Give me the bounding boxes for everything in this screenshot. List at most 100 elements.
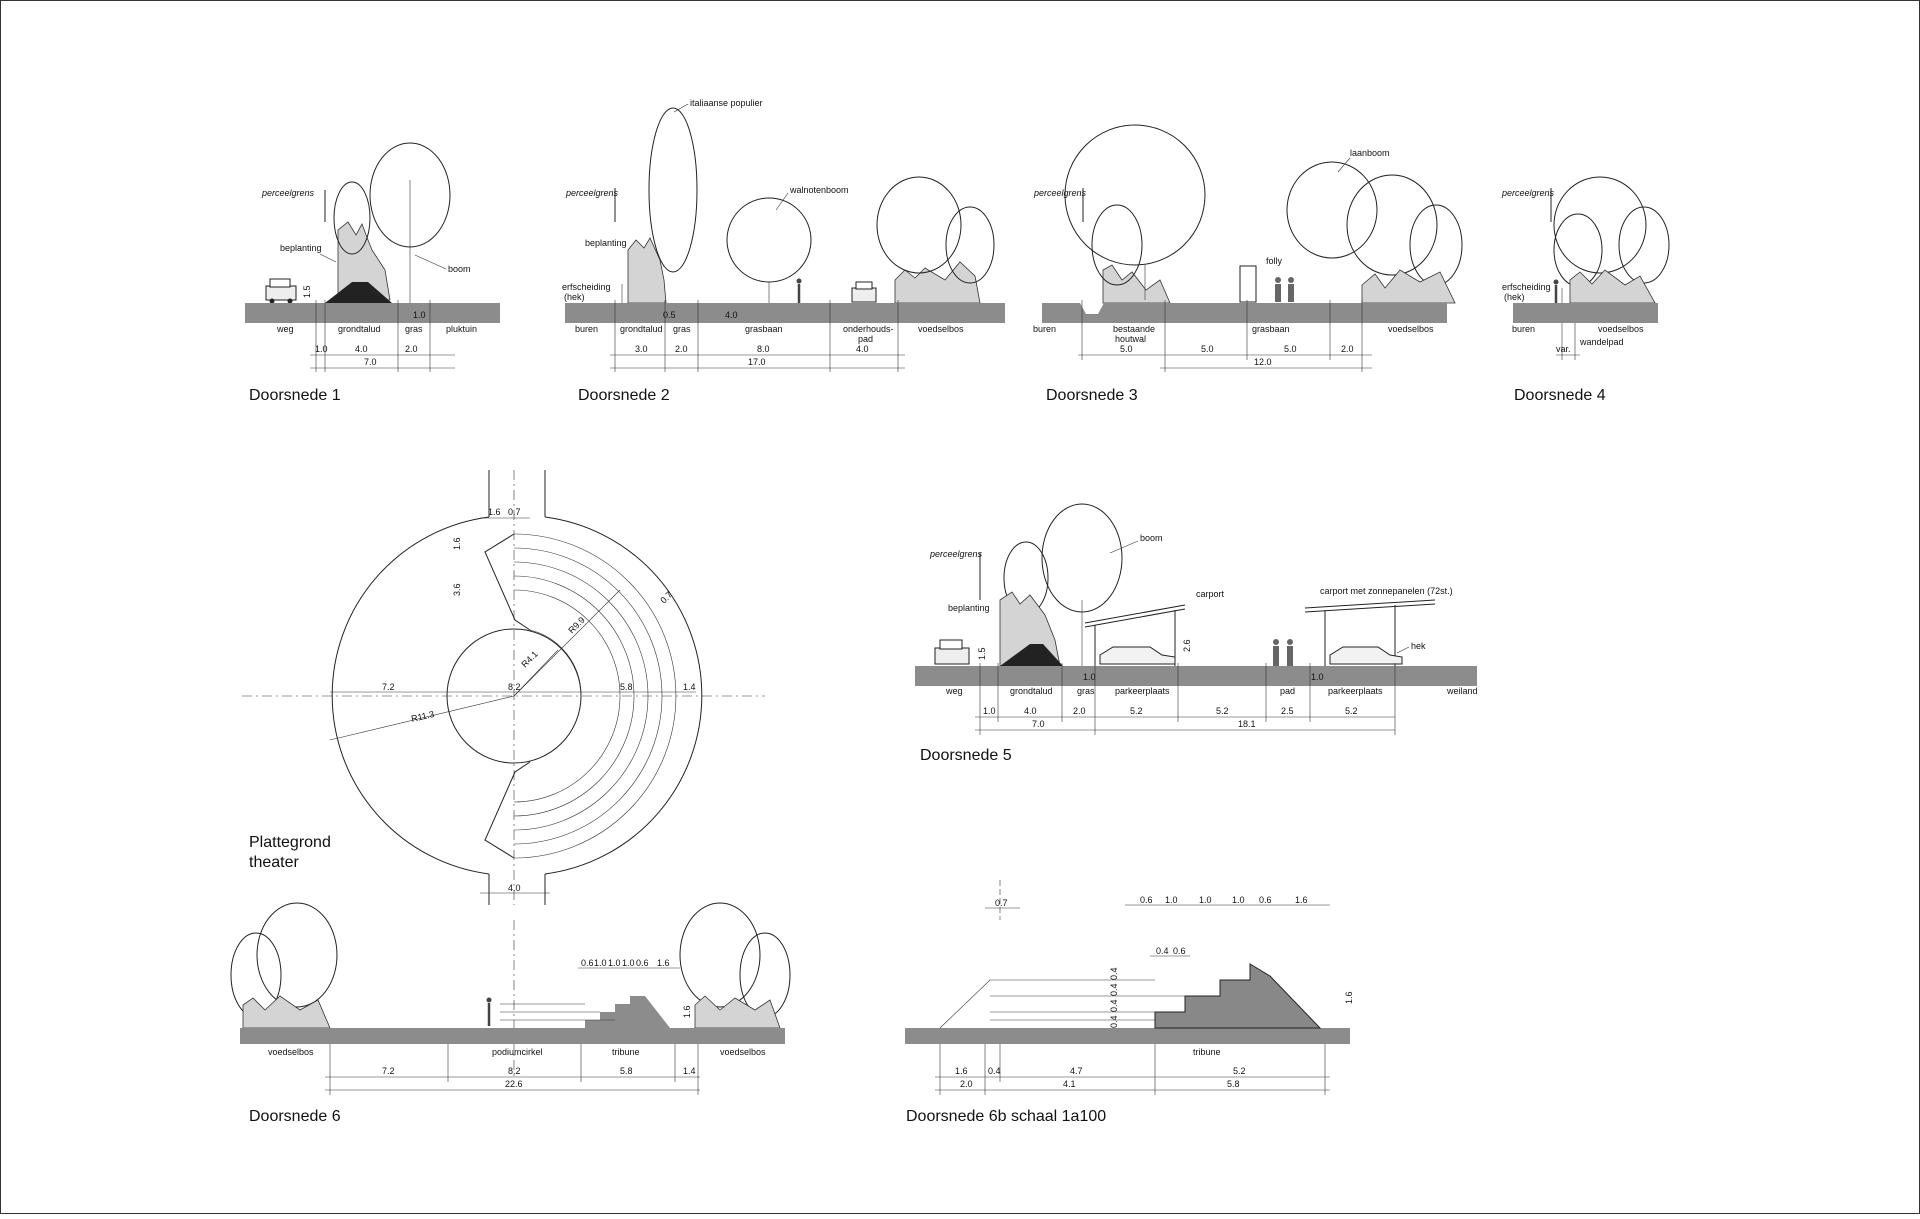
outer-ring: [331, 516, 490, 875]
dim-top-5: 1.6: [657, 958, 670, 968]
beplanting-label: beplanting: [948, 603, 990, 613]
perceelgrens-label: perceelgrens: [1033, 188, 1087, 198]
ground: [905, 1028, 1350, 1044]
dim-b4: 5.2: [1233, 1066, 1246, 1076]
section-title: Doorsnede 6: [249, 1108, 341, 1125]
dim-d2: 4.0: [355, 344, 368, 354]
radius-line: [329, 695, 515, 741]
car-icon: [1329, 646, 1403, 665]
person-icon: [1273, 639, 1293, 666]
dim-r-mid: R9.9: [566, 615, 587, 636]
folly-icon: [1239, 265, 1257, 303]
perceelgrens-label: perceelgrens: [565, 188, 619, 198]
hek-label: hek: [1411, 641, 1426, 651]
dim-top-5: 1.6: [1295, 895, 1308, 905]
tribune-ring: [513, 575, 635, 817]
dim-top-0: 0.6: [581, 958, 594, 968]
section-4: perceelgrens erfscheiding (hek) buren vo…: [1501, 176, 1670, 404]
dim-total: 7.0: [364, 357, 377, 367]
hek-label: (hek): [564, 292, 585, 302]
dim-d6: 2.5: [1281, 706, 1294, 716]
dim-left: 0.7: [995, 898, 1008, 908]
dim-c2: 4.1: [1063, 1079, 1076, 1089]
zone-parkeerplaats-2: parkeerplaats: [1328, 686, 1383, 696]
dim-top-4: 0.6: [636, 958, 649, 968]
dim-w2: 8.2: [508, 682, 521, 692]
leader: [319, 253, 337, 263]
dim-h1: 0.5: [663, 310, 676, 320]
dim-top-2: 1.0: [1199, 895, 1212, 905]
dim-steps-3: 0.4: [1109, 967, 1119, 980]
planting-hatch: [694, 995, 781, 1029]
dim-c3: 5.8: [1227, 1079, 1240, 1089]
planting-hatch: [627, 237, 667, 304]
zone-podiumcirkel: podiumcirkel: [492, 1047, 543, 1057]
wandelpad-label: wandelpad: [1579, 337, 1624, 347]
dim-gras-h: 1.0: [413, 310, 426, 320]
erfscheiding-label: erfscheiding: [562, 282, 611, 292]
leader: [414, 254, 447, 270]
section-6: 0.6 1.0 1.0 1.0 0.6 1.6 1.6 voedselbos p…: [230, 902, 791, 1125]
zone-gras: gras: [673, 324, 691, 334]
zone-voedselbos: voedselbos: [1388, 324, 1434, 334]
zone-voedselbos: voedselbos: [268, 1047, 314, 1057]
leader: [1109, 540, 1139, 554]
beplanting-label: beplanting: [585, 238, 627, 248]
dim-top-0: 0.6: [1140, 895, 1153, 905]
dim-d4: 2.0: [1341, 344, 1354, 354]
dim-steps-2: 0.4: [1109, 983, 1119, 996]
dim-steps-0: 0.4: [1109, 1015, 1119, 1028]
ground: [1042, 303, 1447, 323]
tribune-ring: [513, 547, 663, 845]
tribune: [1154, 963, 1322, 1029]
dim-d5: 5.2: [1216, 706, 1229, 716]
person-icon: [796, 278, 802, 304]
planting-hatch: [1361, 269, 1456, 304]
dim-d2: 4.0: [1024, 706, 1037, 716]
dim-height: 1.5: [302, 285, 312, 298]
dim-w1: 7.2: [382, 682, 395, 692]
planting-hatch: [1569, 269, 1656, 304]
planting-hatch: [337, 221, 391, 301]
zone-grondtalud: grondtalud: [1010, 686, 1053, 696]
dim-h: 1.6: [1344, 991, 1354, 1004]
berm: [1000, 644, 1063, 666]
walnoot-label: walnotenboom: [789, 185, 849, 195]
dim-d1: 7.2: [382, 1066, 395, 1076]
dim-top-1: 1.0: [1165, 895, 1178, 905]
zone-grondtalud: grondtalud: [338, 324, 381, 334]
dim-d7: 5.2: [1345, 706, 1358, 716]
planting-hatch: [242, 995, 331, 1029]
dim-d4: 5.2: [1130, 706, 1143, 716]
carport-roof: [1304, 603, 1436, 613]
dim-h2: 4.0: [725, 310, 738, 320]
section-title: Doorsnede 6b schaal 1a100: [906, 1108, 1106, 1125]
ground: [915, 666, 1477, 686]
leader: [775, 192, 789, 211]
dim-d1: 5.0: [1120, 344, 1133, 354]
zone-gras: gras: [1077, 686, 1095, 696]
section-title: Doorsnede 4: [1514, 387, 1606, 404]
dim-step: 0.7: [658, 589, 674, 605]
perceelgrens-label: perceelgrens: [1501, 188, 1555, 198]
beplanting-label: beplanting: [280, 243, 322, 253]
walnut-tree-icon: [726, 197, 812, 283]
tree-icon: [1346, 174, 1438, 276]
tribune-ring: [513, 561, 649, 831]
theater-title-1: Plattegrond: [249, 834, 331, 851]
section-title: Doorsnede 5: [920, 747, 1012, 764]
tree-icon: [1553, 176, 1647, 274]
car-icon: [851, 281, 877, 303]
tree-icon: [256, 902, 338, 1008]
tribune-ring: [513, 589, 621, 803]
radius-line: [513, 589, 621, 697]
tree-icon: [679, 902, 761, 1008]
tree-icon: [876, 176, 962, 274]
dim-d2: 8.2: [508, 1066, 521, 1076]
ground: [1513, 303, 1658, 323]
boom-label: boom: [448, 264, 471, 274]
dim-r-in: R4.1: [519, 649, 540, 670]
theater-title-2: theater: [249, 854, 299, 871]
carport-roof: [1304, 599, 1436, 609]
dim-top-2: 1.0: [608, 958, 621, 968]
